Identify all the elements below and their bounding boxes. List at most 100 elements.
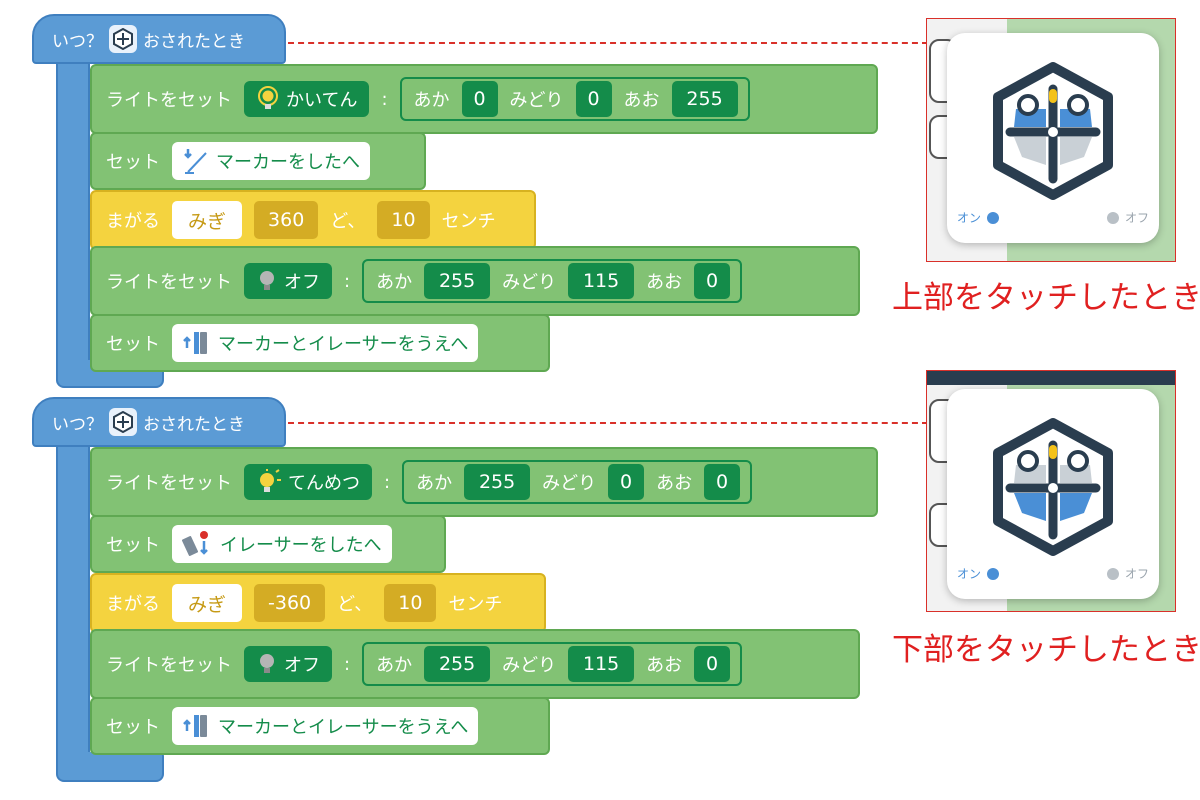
caption-top-touch: 上部をタッチしたとき (892, 280, 1200, 316)
light-mode-dropdown[interactable]: オフ (244, 646, 332, 682)
set-light-block[interactable]: ライトをセット てんめつ : あか 255 みどり 0 あお 0 (90, 447, 878, 517)
off-indicator: オフ (1107, 565, 1149, 582)
when-label: いつ？ (52, 414, 103, 435)
rgb-group: あか 255 みどり 115 あお 0 (362, 259, 743, 303)
degrees-input[interactable]: -360 (254, 584, 326, 622)
turn-block[interactable]: まがる みぎ -360 ど、 10 センチ (90, 573, 546, 633)
light-off-icon (260, 654, 274, 673)
event-hat-block[interactable]: いつ？ おされたとき (32, 14, 286, 64)
annotation-connector (288, 422, 928, 424)
blue-label: あお (646, 655, 683, 676)
set-light-block[interactable]: ライトをセット かいてん : あか 0 みどり 0 あお 255 (90, 64, 878, 134)
colon-separator: : (384, 471, 391, 493)
light-mode-dropdown[interactable]: かいてん (244, 81, 370, 117)
eraser-down-icon (182, 531, 208, 556)
on-dot-icon (987, 567, 1000, 580)
turn-block[interactable]: まがる みぎ 360 ど、 10 センチ (90, 190, 536, 250)
blue-value-input[interactable]: 0 (704, 464, 741, 500)
caption-bottom-touch: 下部をタッチしたとき (892, 632, 1200, 668)
degree-unit-label: ど、 (337, 594, 373, 615)
green-value-input[interactable]: 115 (568, 263, 635, 299)
set-light-label: ライトをセット (106, 90, 232, 111)
rgb-group: あか 255 みどり 115 あお 0 (362, 642, 743, 686)
robot-button-panel-top: オン オフ (926, 18, 1176, 262)
robot-button-icon[interactable] (109, 25, 137, 53)
green-value-input[interactable]: 0 (608, 464, 645, 500)
event-label: おされたとき (143, 414, 245, 435)
direction-dropdown[interactable]: みぎ (172, 584, 243, 622)
distance-input[interactable]: 10 (384, 584, 437, 622)
degree-unit-label: ど、 (330, 211, 366, 232)
colon-separator: : (381, 88, 388, 110)
blue-value-input[interactable]: 0 (694, 263, 731, 299)
robot-button-icon[interactable] (109, 408, 137, 436)
script-2-spine (56, 434, 90, 756)
rgb-group: あか 255 みどり 0 あお 0 (402, 460, 753, 504)
distance-unit-label: センチ (448, 594, 503, 615)
tool-action-dropdown[interactable]: マーカーとイレーサーをうえへ (172, 324, 479, 362)
marker-eraser-up-icon (183, 332, 207, 354)
distance-unit-label: センチ (441, 211, 496, 232)
set-tool-block[interactable]: セット マーカーをしたへ (90, 132, 426, 190)
background-blocks (927, 371, 1175, 385)
set-light-block[interactable]: ライトをセット オフ : あか 255 みどり 115 あお 0 (90, 246, 860, 316)
marker-down-icon (184, 149, 207, 174)
red-label: あか (416, 473, 453, 494)
off-dot-icon (1107, 567, 1119, 580)
on-indicator: オン (957, 565, 1000, 582)
red-value-input[interactable]: 255 (424, 646, 491, 682)
off-dot-icon (1107, 211, 1119, 224)
set-label: セット (106, 334, 160, 355)
tool-action-dropdown[interactable]: マーカーをしたへ (172, 142, 370, 180)
red-label: あか (376, 655, 413, 676)
event-hat-block[interactable]: いつ？ おされたとき (32, 397, 286, 447)
tool-action-dropdown[interactable]: イレーサーをしたへ (172, 525, 392, 563)
direction-dropdown[interactable]: みぎ (172, 201, 243, 239)
robot-icon (993, 62, 1113, 200)
when-label: いつ？ (52, 31, 103, 52)
colon-separator: : (344, 653, 351, 675)
turn-label: まがる (106, 594, 160, 615)
on-dot-icon (987, 211, 1000, 224)
set-light-label: ライトをセット (106, 473, 232, 494)
tool-action-dropdown[interactable]: マーカーとイレーサーをうえへ (172, 707, 479, 745)
distance-input[interactable]: 10 (377, 201, 430, 239)
green-label: みどり (509, 90, 564, 111)
robot-icon (993, 418, 1113, 556)
rgb-group: あか 0 みどり 0 あお 255 (399, 77, 750, 121)
light-mode-dropdown[interactable]: てんめつ (244, 464, 372, 500)
off-indicator: オフ (1107, 209, 1149, 226)
blue-label: あお (646, 272, 683, 293)
red-label: あか (413, 90, 450, 111)
turn-label: まがる (106, 211, 160, 232)
green-label: みどり (502, 272, 557, 293)
red-value-input[interactable]: 255 (424, 263, 491, 299)
green-value-input[interactable]: 115 (568, 646, 635, 682)
set-tool-block[interactable]: セット イレーサーをしたへ (90, 515, 446, 573)
set-light-block[interactable]: ライトをセット オフ : あか 255 みどり 115 あお 0 (90, 629, 860, 699)
colon-separator: : (344, 270, 351, 292)
set-tool-block[interactable]: セット マーカーとイレーサーをうえへ (90, 314, 550, 372)
set-light-label: ライトをセット (106, 655, 232, 676)
light-bulb-icon (258, 86, 278, 109)
degrees-input[interactable]: 360 (254, 201, 319, 239)
on-indicator: オン (957, 209, 1000, 226)
set-tool-block[interactable]: セット マーカーとイレーサーをうえへ (90, 697, 550, 755)
red-value-input[interactable]: 255 (464, 464, 531, 500)
green-label: みどり (502, 655, 557, 676)
set-label: セット (106, 535, 160, 556)
blue-label: あお (656, 473, 693, 494)
robot-button-card[interactable]: オン オフ (947, 33, 1159, 243)
blue-value-input[interactable]: 0 (694, 646, 731, 682)
set-label: セット (106, 152, 160, 173)
blue-value-input[interactable]: 255 (671, 81, 738, 117)
red-value-input[interactable]: 0 (461, 81, 498, 117)
annotation-connector (288, 42, 928, 44)
light-off-icon (260, 271, 274, 290)
red-label: あか (376, 272, 413, 293)
light-mode-dropdown[interactable]: オフ (244, 263, 332, 299)
set-label: セット (106, 717, 160, 738)
set-light-label: ライトをセット (106, 272, 232, 293)
green-value-input[interactable]: 0 (575, 81, 612, 117)
robot-button-card[interactable]: オン オフ (947, 389, 1159, 599)
